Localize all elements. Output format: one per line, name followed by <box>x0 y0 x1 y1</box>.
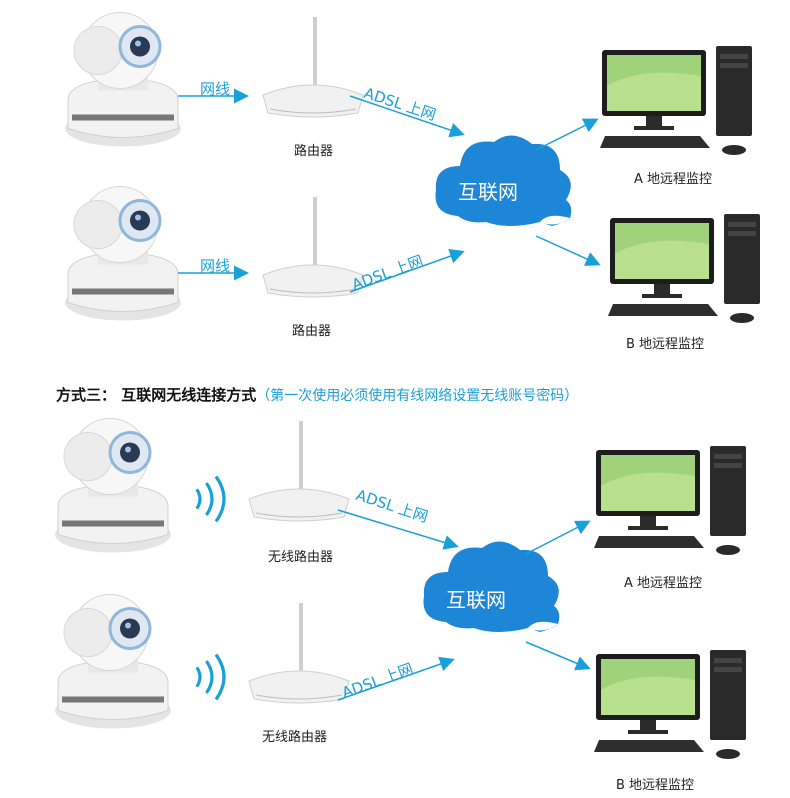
section-title-text: 方式三： 互联网无线连接方式 <box>56 386 257 404</box>
wired-label: 网线 <box>200 80 231 98</box>
arrow-icon <box>525 641 591 671</box>
router-label: 路由器 <box>292 324 332 339</box>
pc-b-label: B 地远程监控 <box>626 337 705 352</box>
arrow-icon <box>349 95 465 138</box>
wired-label: 网线 <box>200 257 231 275</box>
router-icon <box>262 196 364 298</box>
arrow-icon <box>525 520 591 555</box>
section-note: （第一次使用必须使用有线网络设置无线账号密码） <box>256 388 579 404</box>
router-icon <box>248 602 350 704</box>
arrow-icon <box>349 248 465 293</box>
computer-icon <box>594 650 746 759</box>
router-label: 路由器 <box>294 144 334 159</box>
wireless-signal-icon <box>195 652 226 702</box>
camera-icon <box>63 10 183 149</box>
camera-icon <box>53 416 173 555</box>
router-icon <box>248 420 350 522</box>
camera-icon <box>53 592 173 731</box>
arrow-icon <box>337 509 459 550</box>
wireless-signal-icon <box>195 474 226 524</box>
computer-icon <box>600 46 752 155</box>
cloud-label: 互联网 <box>446 588 506 612</box>
pc-b-label: B 地远程监控 <box>616 778 695 793</box>
computer-icon <box>594 446 746 555</box>
arrow-icon <box>535 235 601 266</box>
pc-a-label: A 地远程监控 <box>624 576 703 591</box>
router-label: 无线路由器 <box>268 550 334 565</box>
router-label: 无线路由器 <box>262 730 328 745</box>
section-title: 方式三： 互联网无线连接方式（第一次使用必须使用有线网络设置无线账号密码） <box>56 384 578 405</box>
computer-icon <box>608 214 760 323</box>
router-icon <box>262 16 364 118</box>
pc-a-label: A 地远程监控 <box>634 172 713 187</box>
cloud-label: 互联网 <box>458 180 518 204</box>
arrow-icon <box>337 656 455 701</box>
camera-icon <box>63 184 183 323</box>
arrow-icon <box>535 118 599 151</box>
